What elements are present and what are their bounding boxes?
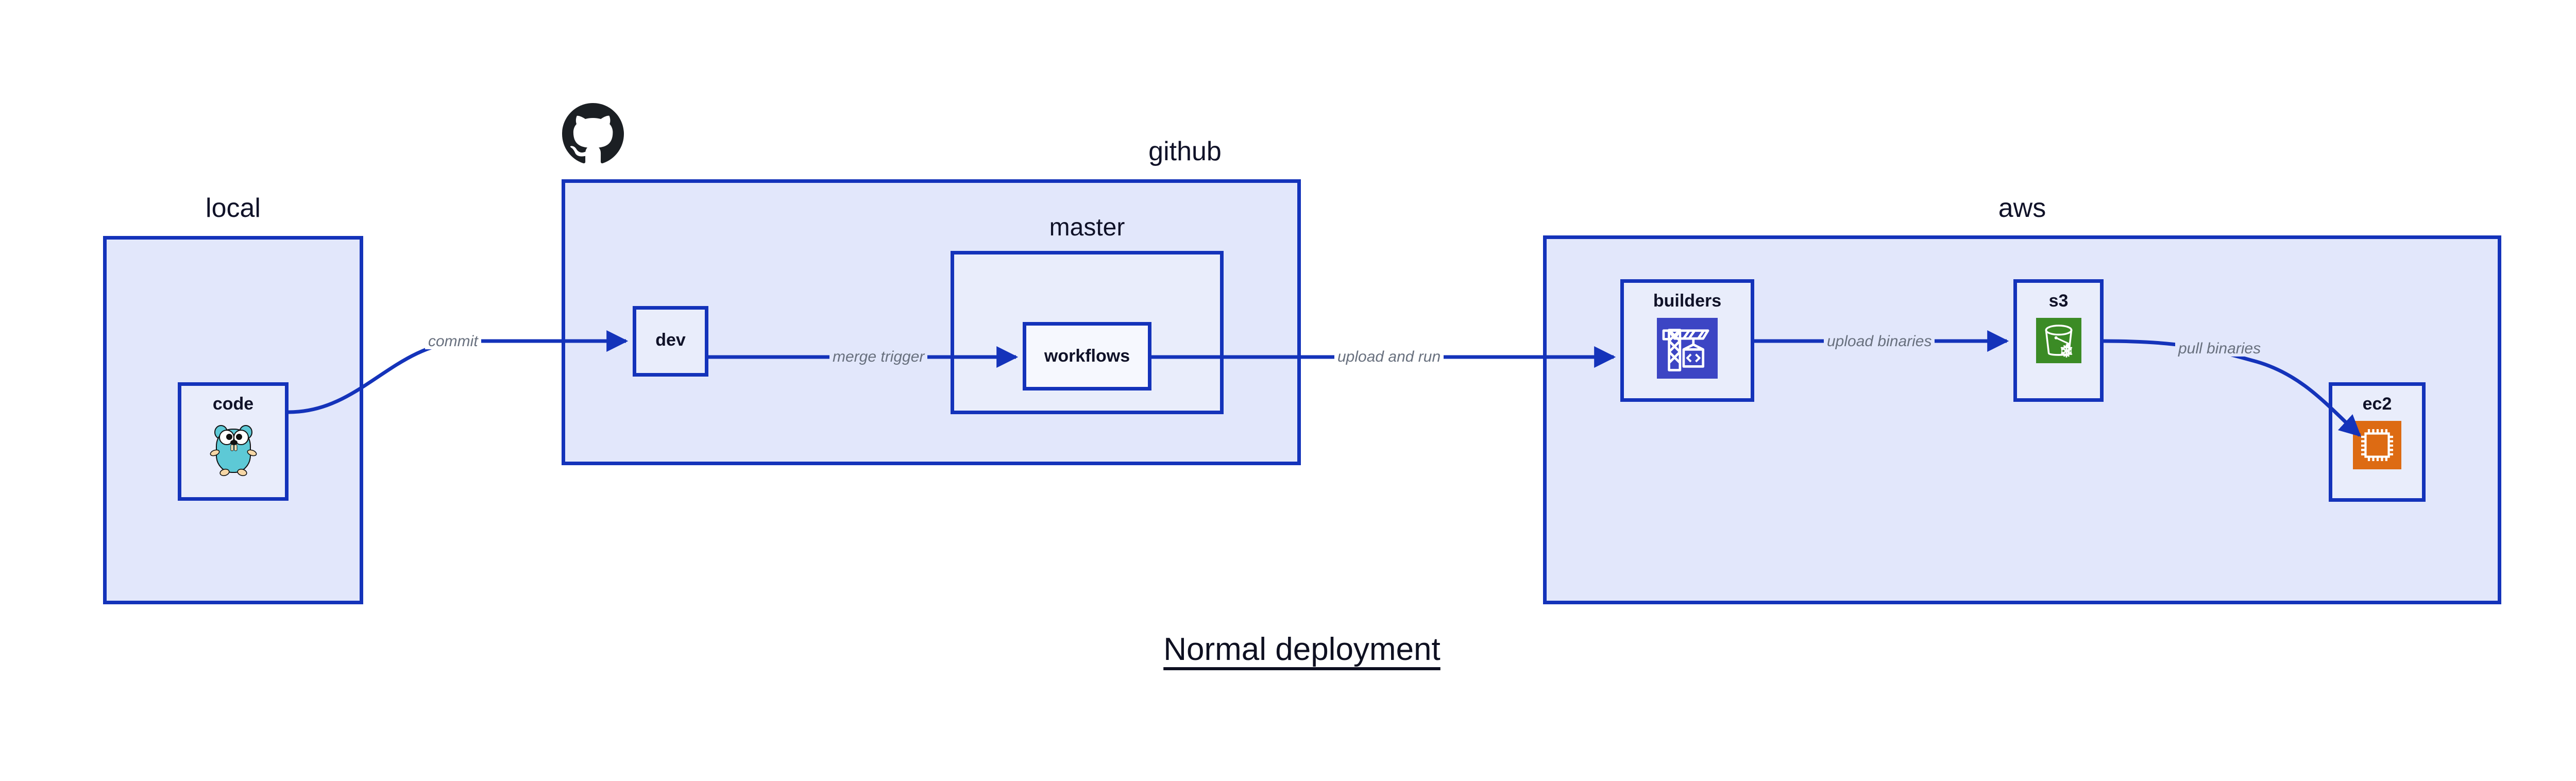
- node-label-ec2: ec2: [2362, 394, 2392, 414]
- edge-label-upload-binaries: upload binaries: [1824, 334, 1935, 349]
- diagram-title-text: Normal deployment: [1163, 632, 1440, 667]
- node-s3[interactable]: s3: [2013, 279, 2104, 402]
- group-label-github: github: [1148, 137, 1222, 166]
- edge-label-commit: commit: [425, 334, 481, 349]
- github-octocat-logo: [562, 103, 624, 167]
- go-gopher-icon: [209, 421, 258, 480]
- aws-codebuild-icon: [1657, 318, 1718, 381]
- node-label-workflows: workflows: [1044, 346, 1130, 366]
- node-label-s3: s3: [2048, 291, 2069, 311]
- node-ec2[interactable]: ec2: [2329, 382, 2426, 502]
- node-label-code: code: [212, 394, 254, 414]
- node-builders[interactable]: builders: [1620, 279, 1754, 402]
- node-label-builders: builders: [1653, 291, 1722, 311]
- group-label-aws: aws: [1998, 193, 2046, 223]
- group-label-local: local: [206, 193, 261, 223]
- node-workflows[interactable]: workflows: [1023, 322, 1151, 390]
- diagram-title: Normal deployment: [0, 634, 2576, 666]
- aws-ec2-icon: [2353, 421, 2401, 472]
- aws-s3-glacier-icon: [2036, 318, 2081, 366]
- node-dev[interactable]: dev: [633, 306, 708, 377]
- node-code[interactable]: code: [178, 382, 289, 501]
- edge-label-merge-trigger: merge trigger: [829, 349, 928, 365]
- edge-label-upload-and-run: upload and run: [1334, 349, 1444, 365]
- group-label-master: master: [1049, 214, 1125, 241]
- node-label-dev: dev: [655, 330, 686, 350]
- edge-label-pull-binaries: pull binaries: [2175, 341, 2264, 356]
